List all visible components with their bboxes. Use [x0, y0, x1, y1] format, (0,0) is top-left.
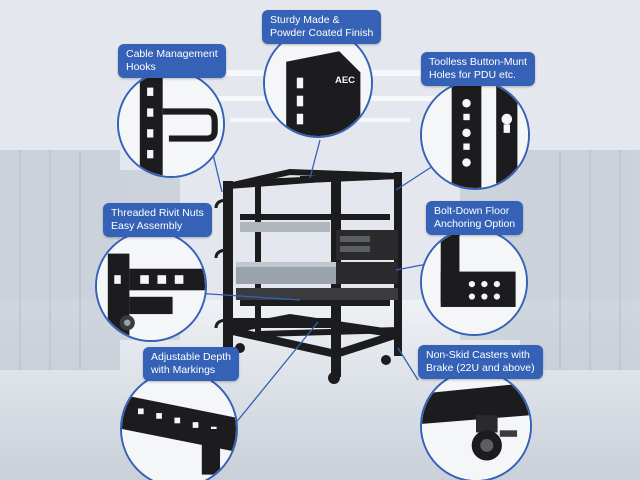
feature-label-line: Cable Management [126, 48, 218, 60]
rail-holes-closeup-icon [422, 82, 528, 188]
cable-hook-closeup-icon [119, 72, 223, 176]
rivet-nut-closeup-icon [97, 232, 205, 340]
feature-label-line: Bolt-Down Floor [434, 205, 510, 217]
cable-hook-closeup-callout [117, 70, 225, 178]
sturdy-closeup-callout: AEC [263, 28, 373, 138]
feature-label-sturdy: Sturdy Made & Powder Coated Finish [262, 10, 382, 44]
feature-label-line: Sturdy Made & [270, 14, 340, 26]
floor-plate-closeup-icon [422, 230, 526, 334]
feature-label-depth: Adjustable Depth with Markings [143, 347, 239, 381]
feature-label-toolless: Toolless Button-Munt Holes for PDU etc. [421, 52, 536, 86]
feature-label-line: Easy Assembly [111, 220, 183, 232]
feature-label-line: Toolless Button-Munt [429, 56, 528, 68]
feature-label-line: Powder Coated Finish [270, 27, 374, 39]
feature-label-bolt: Bolt-Down Floor Anchoring Option [426, 201, 524, 235]
caster-closeup-icon [422, 372, 530, 480]
feature-label-cable: Cable Management Hooks [118, 44, 226, 78]
caster-closeup-callout [420, 370, 532, 480]
feature-label-line: Anchoring Option [434, 218, 516, 230]
rack-corner-closeup-icon: AEC [265, 30, 371, 136]
toolless-holes-closeup-callout [420, 80, 530, 190]
rivet-nut-closeup-callout [95, 230, 207, 342]
feature-label-line: Threaded Rivit Nuts [111, 207, 204, 219]
depth-rail-closeup-icon [122, 372, 236, 480]
feature-label-caster: Non-Skid Casters with Brake (22U and abo… [418, 345, 543, 379]
feature-label-line: Holes for PDU etc. [429, 69, 516, 81]
feature-label-rivet: Threaded Rivit Nuts Easy Assembly [103, 203, 212, 237]
floor-plate-closeup-callout [420, 228, 528, 336]
feature-label-line: with Markings [151, 364, 216, 376]
feature-label-line: Adjustable Depth [151, 351, 231, 363]
feature-label-line: Non-Skid Casters with [426, 349, 530, 361]
feature-label-line: Hooks [126, 61, 156, 73]
brand-logo: AEC [335, 75, 355, 86]
feature-label-line: Brake (22U and above) [426, 362, 535, 374]
depth-rail-closeup-callout [120, 370, 238, 480]
